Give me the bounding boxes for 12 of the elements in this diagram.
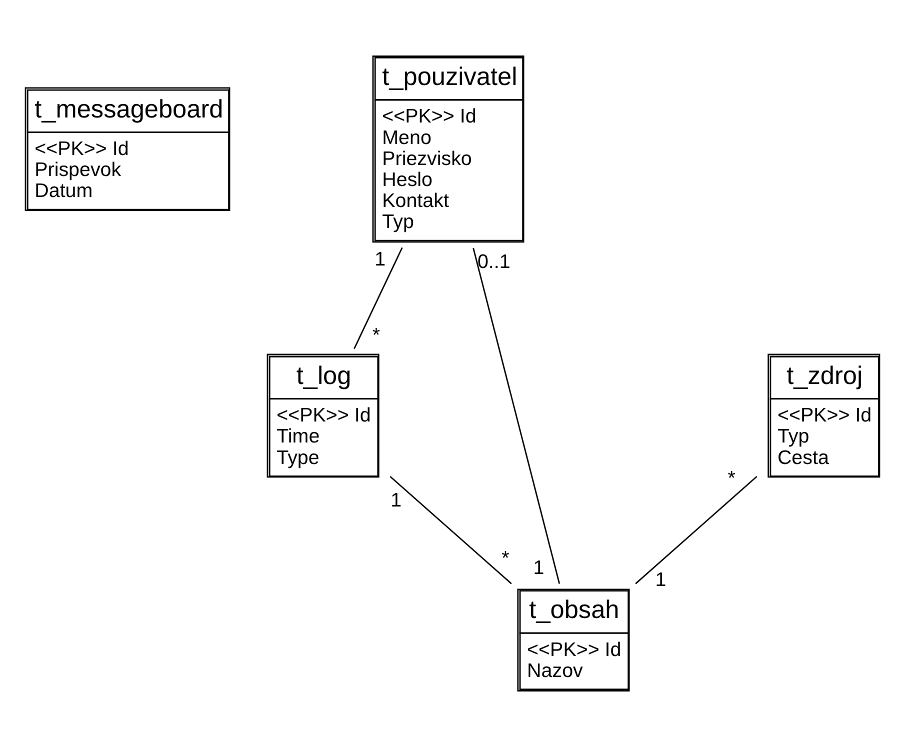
label: 1 <box>533 557 544 580</box>
label: 1 <box>390 489 402 512</box>
connector <box>635 476 758 584</box>
label: 1 <box>374 248 386 270</box>
label: * <box>372 324 380 346</box>
connector <box>354 247 403 349</box>
connector <box>472 248 560 584</box>
connector <box>390 476 512 584</box>
label: * <box>728 468 736 490</box>
label: 0..1 <box>477 251 510 274</box>
label: * <box>502 547 510 570</box>
label: 1 <box>655 569 666 592</box>
